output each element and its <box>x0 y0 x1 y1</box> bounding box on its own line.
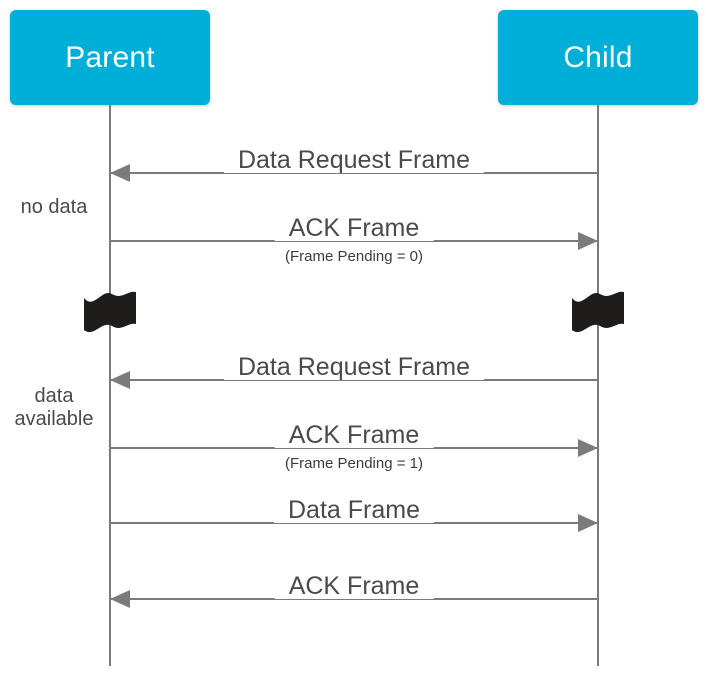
participant-box-parent[interactable]: Parent <box>10 10 210 105</box>
lifeline-child <box>597 105 599 666</box>
arrowhead-left-icon <box>110 164 130 182</box>
arrowhead-left-icon <box>110 371 130 389</box>
arrowhead-right-icon <box>578 232 598 250</box>
side-note-data-available: data available <box>0 385 108 431</box>
message-line <box>110 240 598 242</box>
message-sublabel: (Frame Pending = 0) <box>277 248 431 266</box>
message-label: Data Request Frame <box>223 355 485 380</box>
time-break-flag-icon-child <box>570 290 626 334</box>
message-line <box>110 522 598 524</box>
message-sublabel: (Frame Pending = 1) <box>277 455 431 473</box>
arrowhead-right-icon <box>578 439 598 457</box>
message-label: ACK Frame <box>274 574 434 599</box>
side-note-no-data: no data <box>0 196 108 219</box>
participant-label-parent: Parent <box>65 40 155 74</box>
side-note-data-available-line2: available <box>14 408 94 430</box>
side-note-data-available-line1: data <box>34 385 74 407</box>
arrowhead-right-icon <box>578 514 598 532</box>
message-label: Data Frame <box>274 498 434 523</box>
time-break-flag-icon-parent <box>82 290 138 334</box>
message-line <box>110 379 598 381</box>
side-note-no-data-text: no data <box>20 196 88 218</box>
message-label: ACK Frame <box>274 216 434 241</box>
message-line <box>110 598 598 600</box>
message-line <box>110 172 598 174</box>
participant-box-child[interactable]: Child <box>498 10 698 105</box>
arrowhead-left-icon <box>110 590 130 608</box>
message-label: ACK Frame <box>274 423 434 448</box>
message-line <box>110 447 598 449</box>
message-label: Data Request Frame <box>223 148 485 173</box>
participant-label-child: Child <box>563 40 633 74</box>
